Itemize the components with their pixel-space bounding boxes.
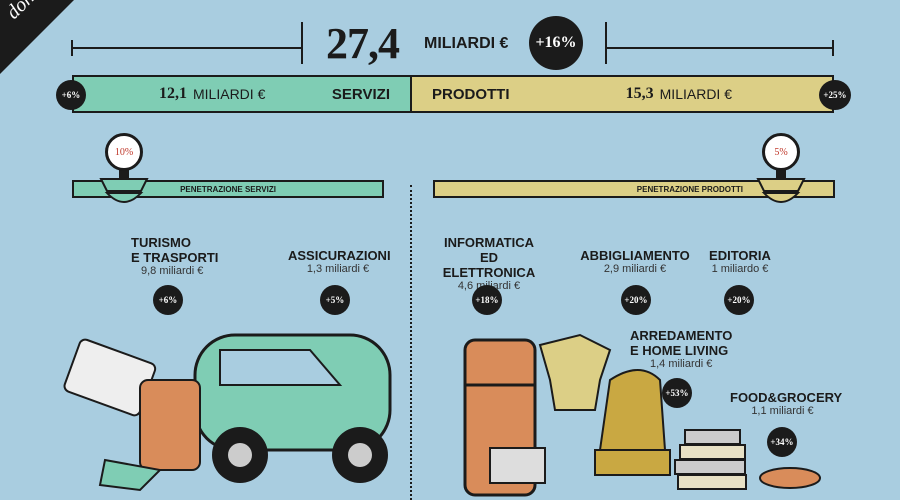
- servizi-bar: 12,1 MILIARDI € SERVIZI: [72, 75, 412, 113]
- abbigliamento-title: ABBIGLIAMENTO: [580, 248, 690, 263]
- category-editoria: EDITORIA 1 miliardo €: [700, 248, 780, 276]
- servizi-scale-icon: [99, 165, 149, 203]
- turismo-title: TURISMO: [131, 235, 191, 250]
- prodotti-growth-badge: +25%: [819, 80, 851, 110]
- servizi-value: 12,1: [159, 85, 187, 102]
- informatica-title: INFORMATICA: [443, 235, 535, 250]
- penetrazione-servizi-bar: PENETRAZIONE SERVIZI: [72, 180, 384, 198]
- prodotti-bar: PRODOTTI 15,3 MILIARDI €: [410, 75, 834, 113]
- food-amount: 1,1 miliardi €: [751, 405, 814, 417]
- prodotti-value: 15,3: [625, 85, 654, 102]
- category-food: FOOD&GROCERY 1,1 miliardi €: [730, 390, 843, 418]
- category-abbigliamento: ABBIGLIAMENTO 2,9 miliardi €: [580, 248, 690, 276]
- turismo-title-2: E TRASPORTI: [131, 250, 219, 265]
- total-value: 27,4: [326, 19, 400, 68]
- assicurazioni-title: ASSICURAZIONI: [288, 248, 391, 263]
- abbigliamento-amount: 2,9 miliardi €: [603, 263, 667, 275]
- turismo-growth-badge: +6%: [153, 285, 183, 315]
- assicurazioni-growth-badge: +5%: [320, 285, 350, 315]
- penetrazione-prodotti-label: PENETRAZIONE PRODOTTI: [636, 184, 743, 194]
- assicurazioni-amount: 1,3 miliardi €: [306, 263, 370, 275]
- prodotti-scale-icon: [756, 165, 806, 203]
- arredamento-amount: 1,4 miliardi €: [650, 358, 713, 370]
- servizi-unit: MILIARDI €: [193, 86, 266, 102]
- penetrazione-servizi-label: PENETRAZIONE SERVIZI: [180, 184, 276, 194]
- turismo-amount: 9,8 miliardi €: [141, 265, 204, 277]
- penetrazione-prodotti-bar: PENETRAZIONE PRODOTTI: [433, 180, 835, 198]
- category-turismo: TURISMO E TRASPORTI 9,8 miliardi €: [131, 235, 218, 278]
- car-travel-illustration: [63, 333, 392, 492]
- section-divider: [410, 185, 412, 500]
- prodotti-unit: MILIARDI €: [659, 86, 732, 102]
- total-bracket: [71, 22, 834, 64]
- servizi-label: SERVIZI: [331, 85, 390, 103]
- food-title: FOOD&GROCERY: [730, 390, 843, 405]
- servizi-growth-badge: +6%: [56, 80, 86, 110]
- products-illustration: [463, 333, 821, 497]
- total-growth-badge: +16%: [529, 16, 583, 70]
- informatica-growth-badge: +18%: [472, 285, 502, 315]
- informatica-title-2: ED ELETTRONICA: [442, 250, 536, 280]
- editoria-amount: 1 miliardo €: [711, 263, 769, 275]
- prodotti-label: PRODOTTI: [432, 85, 510, 103]
- total-unit: MILIARDI €: [424, 35, 509, 52]
- abbigliamento-growth-badge: +20%: [621, 285, 651, 315]
- servizi-gauge: 10%: [105, 133, 143, 171]
- arredamento-growth-badge: +53%: [662, 378, 692, 408]
- prodotti-gauge: 5%: [762, 133, 800, 171]
- arredamento-title: ARREDAMENTO: [630, 328, 733, 343]
- editoria-growth-badge: +20%: [724, 285, 754, 315]
- editoria-title: EDITORIA: [709, 248, 771, 263]
- category-arredamento: ARREDAMENTO E HOME LIVING 1,4 miliardi €: [630, 328, 740, 371]
- food-growth-badge: +34%: [767, 427, 797, 457]
- arredamento-title-2: E HOME LIVING: [630, 343, 729, 358]
- corner-triangle: [0, 0, 74, 74]
- category-assicurazioni: ASSICURAZIONI 1,3 miliardi €: [288, 248, 391, 276]
